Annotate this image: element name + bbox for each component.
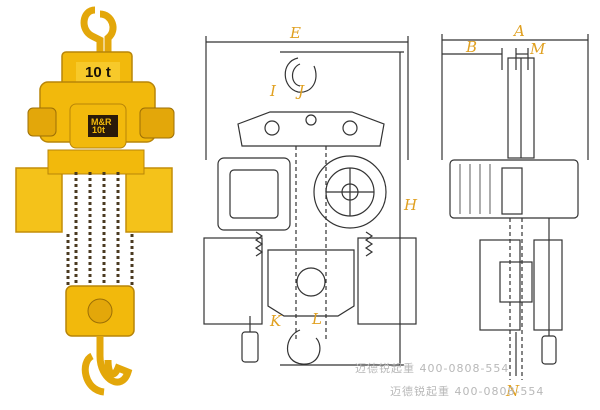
dim-label-a: A	[512, 22, 525, 40]
dim-label-n: N	[505, 382, 520, 400]
model-label: 10t	[92, 125, 106, 135]
dim-label-l: L	[311, 310, 322, 328]
side-view-drawing: A B M N	[430, 0, 600, 410]
dim-label-m: M	[529, 40, 546, 58]
dim-label-e: E	[289, 24, 301, 42]
dim-label-j: J	[295, 82, 305, 100]
dim-label-i: I	[269, 82, 277, 100]
dim-label-b: B	[465, 38, 477, 56]
hoist-photo: 10 t M&R 10t	[0, 0, 190, 410]
watermark-text: 迈德锐起重 400-0808-554	[355, 362, 510, 375]
dim-label-h: H	[403, 196, 418, 214]
dim-label-k: K	[269, 312, 282, 330]
watermark-text: 迈德锐起重 400-0808-554	[390, 385, 545, 398]
capacity-label: 10 t	[85, 64, 111, 81]
front-view-drawing: E H I J K L	[190, 0, 430, 410]
brand-label: M&R	[91, 117, 112, 127]
